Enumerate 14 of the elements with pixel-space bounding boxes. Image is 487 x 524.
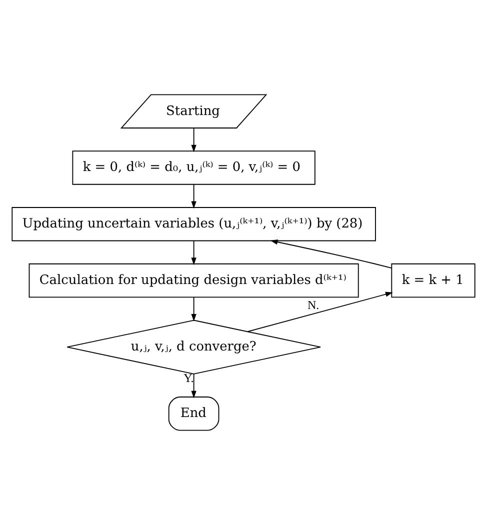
arrow	[191, 373, 196, 398]
node-box: k = k + 1	[391, 262, 476, 298]
node-box: k = 0, d⁽ᵏ⁾ = d₀, u,ⱼ⁽ᵏ⁾ = 0, v,ⱼ⁽ᵏ⁾ = 0	[72, 150, 316, 184]
node-box: Updating uncertain variables (u,ⱼ⁽ᵏ⁺¹⁾, v,ⱼ⁽ᵏ⁺¹⁾) by (28)	[12, 206, 376, 241]
arrow	[247, 291, 393, 332]
arrow	[191, 183, 196, 208]
edge-label: N.	[307, 297, 320, 312]
node-box: Calculation for updating design variables d⁽ᵏ⁺¹⁾	[28, 262, 359, 298]
arrow	[191, 127, 196, 152]
node-box: End	[168, 396, 220, 430]
arrow	[191, 240, 196, 265]
arrow	[191, 296, 196, 321]
node-diamond: u,ⱼ, v,ⱼ, d converge?	[66, 319, 321, 374]
arrow	[270, 239, 392, 268]
